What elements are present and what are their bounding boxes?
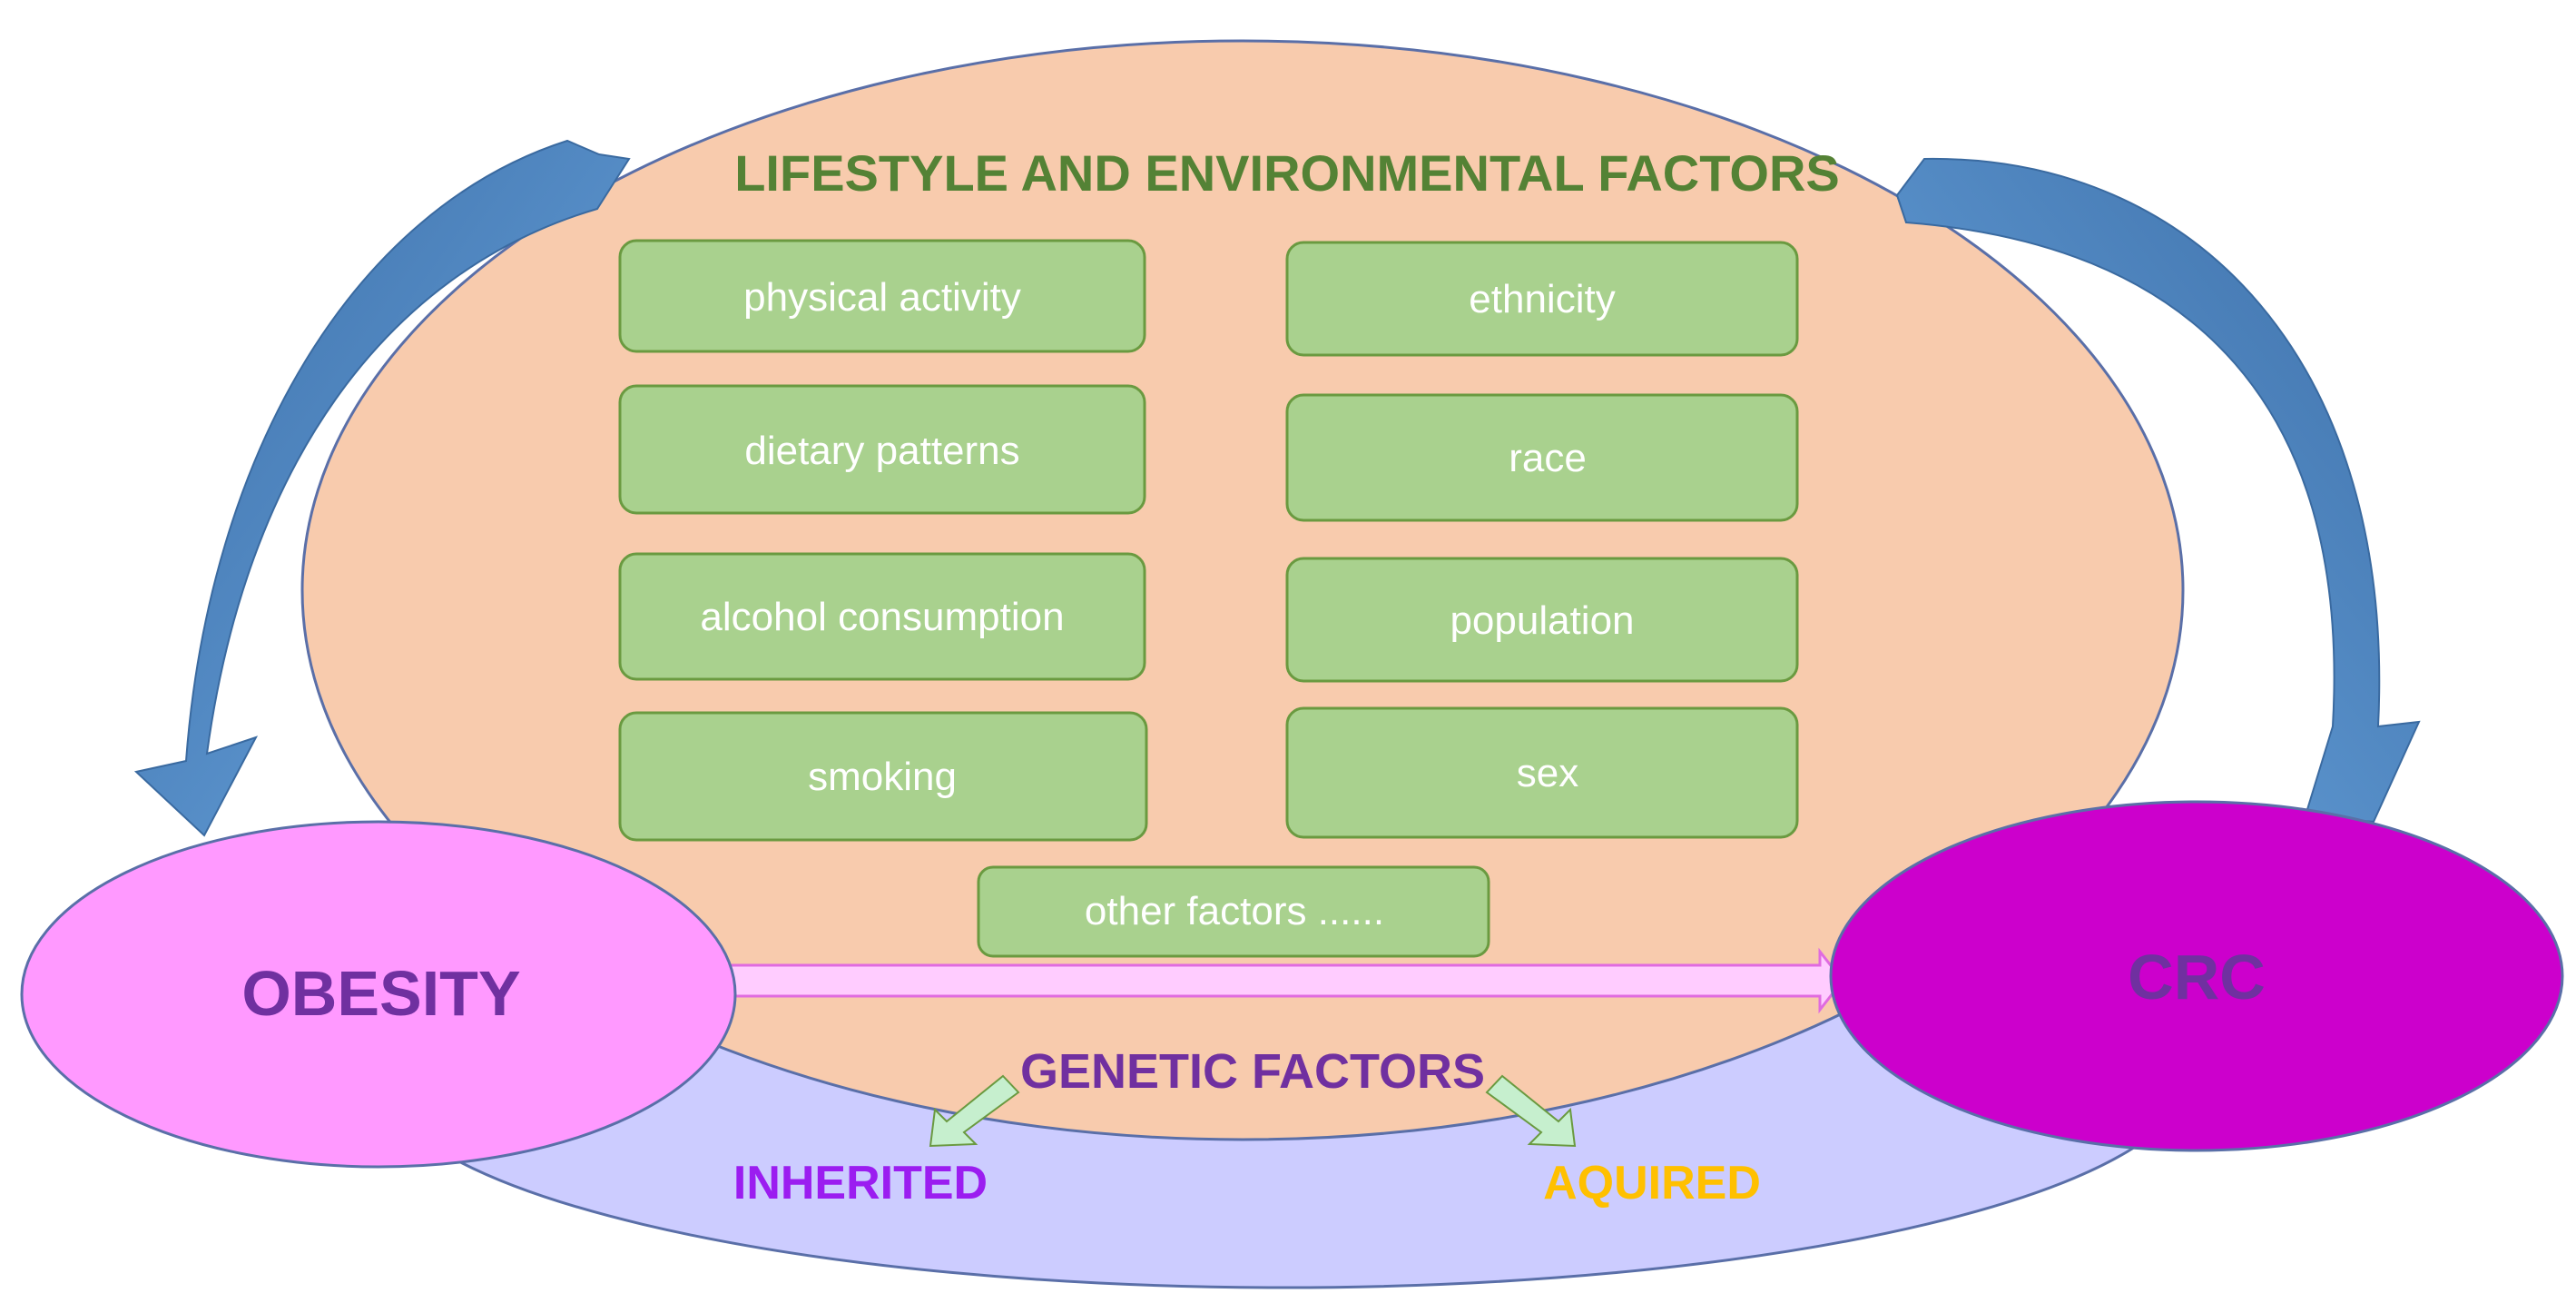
factor-box-alcohol-consumption: alcohol consumption — [618, 552, 1146, 681]
crc-node — [1829, 800, 2564, 1152]
genetic-title: GENETIC FACTORS — [1020, 1044, 1485, 1099]
crc-label: CRC — [2128, 942, 2266, 1012]
factor-box-ethnicity: ethnicity — [1285, 241, 1799, 357]
obesity-label: OBESITY — [241, 958, 520, 1029]
factor-label: race — [1509, 436, 1587, 480]
factor-label: sex — [1517, 751, 1578, 795]
factor-label: smoking — [808, 755, 957, 799]
factor-label: alcohol consumption — [700, 595, 1064, 639]
factor-box-race: race — [1285, 393, 1799, 522]
factor-label: other factors ...... — [1085, 889, 1384, 933]
factor-box-sex: sex — [1285, 706, 1799, 839]
obesity-node — [20, 820, 737, 1169]
factor-box-smoking: smoking — [618, 711, 1148, 842]
factor-box-dietary-patterns: dietary patterns — [618, 384, 1146, 515]
factor-label: ethnicity — [1469, 277, 1615, 321]
factor-label: population — [1450, 598, 1634, 643]
arrow-genetic-to-acquired — [1485, 1074, 1577, 1148]
inherited-label: INHERITED — [733, 1157, 988, 1209]
curved-arrow-lifestyle-to-crc — [1895, 157, 2421, 824]
curved-arrow-lifestyle-to-obesity — [133, 139, 631, 837]
factor-box-physical-activity: physical activity — [618, 239, 1146, 353]
arrow-obesity-to-crc — [729, 947, 1844, 1014]
lifestyle-title: LIFESTYLE AND ENVIRONMENTAL FACTORS — [734, 144, 1840, 202]
factor-box-population: population — [1285, 557, 1799, 683]
factor-box-other-factors: other factors ...... — [977, 865, 1490, 958]
factor-label: dietary patterns — [744, 429, 1019, 473]
factor-label: physical activity — [743, 275, 1021, 320]
acquired-label: AQUIRED — [1543, 1157, 1761, 1209]
arrow-genetic-to-inherited — [929, 1074, 1020, 1148]
